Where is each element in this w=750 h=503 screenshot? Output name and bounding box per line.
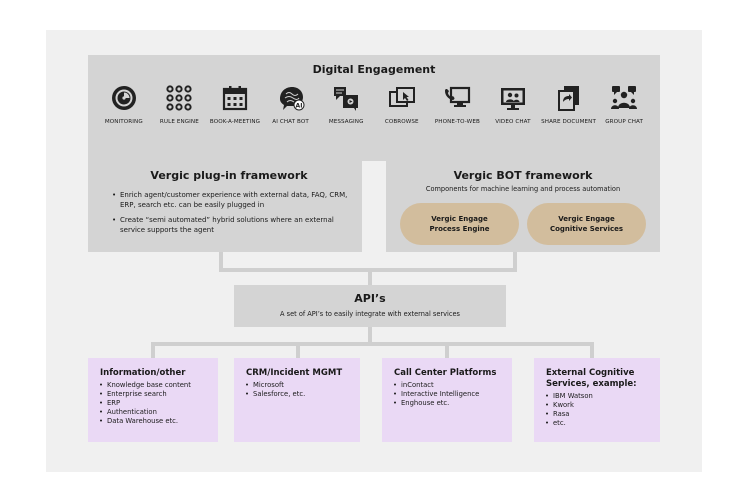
channel-label: MONITORING (104, 119, 143, 125)
cobrowse-icon (387, 83, 417, 113)
service-card-title: Call Center Platforms (394, 368, 497, 378)
video-chat-icon (498, 83, 528, 113)
digital-engagement-panel: Digital Engagement MONITORING (88, 55, 660, 161)
service-card-information: Information/other Knowledge base content… (88, 358, 218, 442)
pill-line: Vergic Engage (431, 215, 488, 223)
connector-horizontal-bottom (151, 342, 594, 346)
group-chat-icon (609, 83, 639, 113)
channel-messaging: MESSAGING (318, 83, 374, 125)
channel-group-chat: GROUP CHAT (596, 83, 652, 125)
service-card-title: External Cognitive Services, example: (546, 368, 637, 389)
channel-label: AI CHAT BOT (272, 119, 309, 125)
connector-card-1 (151, 342, 155, 358)
service-item: ERP (99, 399, 218, 408)
service-card-cognitive: External Cognitive Services, example: IB… (534, 358, 660, 442)
bot-framework-panel: Vergic BOT framework Components for mach… (386, 159, 660, 252)
pill-line: Cognitive Services (549, 225, 624, 233)
service-item: IBM Watson (545, 392, 654, 401)
channel-cobrowse: COBROWSE (374, 83, 430, 125)
channel-label: PHONE-TO-WEB (434, 119, 480, 125)
channel-ai-chat-bot: AI AI CHAT BOT (263, 83, 319, 125)
channel-label: RULE ENGINE (159, 119, 199, 125)
service-item: Authentication (99, 408, 218, 417)
pill-line: Vergic Engage (558, 215, 615, 223)
architecture-diagram: Digital Engagement MONITORING (46, 30, 702, 472)
api-subtitle: A set of API’s to easily integrate with … (280, 310, 460, 318)
service-item: Microsoft (245, 381, 360, 390)
channel-video-chat: VIDEO CHAT (485, 83, 541, 125)
service-item: inContact (393, 381, 512, 390)
service-item: Rasa (545, 410, 654, 419)
pill-line: Process Engine (429, 225, 490, 233)
connector-api-down (368, 327, 372, 345)
service-card-title: CRM/Incident MGMT (246, 368, 343, 378)
ai-badge: AI (295, 102, 302, 109)
bot-framework-subtitle: Components for machine learning and proc… (425, 185, 621, 193)
connector-plugin-down (219, 252, 223, 272)
cognitive-services-pill: Vergic Engage Cognitive Services (527, 203, 646, 245)
channel-monitoring: MONITORING (96, 83, 152, 125)
service-item: Interactive Intelligence (393, 390, 512, 399)
channel-label: MESSAGING (328, 119, 364, 125)
service-card-call-center: Call Center Platforms inContact Interact… (382, 358, 512, 442)
phone-to-web-icon (442, 83, 472, 113)
plugin-framework-panel: Vergic plug-in framework Enrich agent/cu… (88, 159, 362, 252)
channel-icon-row: MONITORING RULE ENGINE (96, 83, 652, 125)
bot-framework-title: Vergic BOT framework (453, 169, 593, 182)
service-item: etc. (545, 419, 654, 428)
channel-label: COBROWSE (384, 119, 419, 125)
channel-label: SHARE DOCUMENT (541, 119, 596, 125)
connector-card-3 (445, 342, 449, 358)
monitoring-icon (109, 83, 139, 113)
connector-bot-down (513, 252, 517, 272)
digital-engagement-title: Digital Engagement (312, 63, 436, 76)
channel-label: BOOK-A-MEETING (209, 119, 261, 125)
ai-chat-bot-icon: AI (276, 83, 306, 113)
service-card-list: Knowledge base content Enterprise search… (99, 381, 218, 426)
connector-card-2 (296, 342, 300, 358)
plugin-framework-title: Vergic plug-in framework (150, 169, 308, 182)
service-item: Knowledge base content (99, 381, 218, 390)
plugin-bullet: Create “semi automated” hybrid solutions… (112, 216, 348, 235)
service-card-crm: CRM/Incident MGMT Microsoft Salesforce, … (234, 358, 360, 442)
service-card-title: Information/other (100, 368, 186, 378)
service-item: Enterprise search (99, 390, 218, 399)
connector-api-up (368, 268, 372, 286)
connector-card-4 (590, 342, 594, 358)
channel-phone-to-web: PHONE-TO-WEB (430, 83, 486, 125)
service-card-list: inContact Interactive Intelligence Engho… (393, 381, 512, 408)
service-item: Enghouse etc. (393, 399, 512, 408)
share-document-icon (554, 83, 584, 113)
service-item: Salesforce, etc. (245, 390, 360, 399)
service-item: Kwork (545, 401, 654, 410)
api-title: API’s (354, 292, 386, 305)
channel-label: GROUP CHAT (605, 119, 644, 125)
plugin-bullet: Enrich agent/customer experience with ex… (112, 191, 348, 210)
service-card-list: Microsoft Salesforce, etc. (245, 381, 360, 399)
service-item: Data Warehouse etc. (99, 417, 218, 426)
process-engine-pill: Vergic Engage Process Engine (400, 203, 519, 245)
messaging-icon (331, 83, 361, 113)
rule-engine-icon (164, 83, 194, 113)
channel-share-document: SHARE DOCUMENT (541, 83, 597, 125)
plugin-framework-bullets: Enrich agent/customer experience with ex… (110, 191, 348, 235)
channel-book-a-meeting: BOOK-A-MEETING (207, 83, 263, 125)
calendar-icon (220, 83, 250, 113)
api-panel: API’s A set of API’s to easily integrate… (234, 285, 506, 327)
channel-label: VIDEO CHAT (495, 119, 531, 125)
service-card-list: IBM Watson Kwork Rasa etc. (545, 392, 654, 428)
channel-rule-engine: RULE ENGINE (152, 83, 208, 125)
